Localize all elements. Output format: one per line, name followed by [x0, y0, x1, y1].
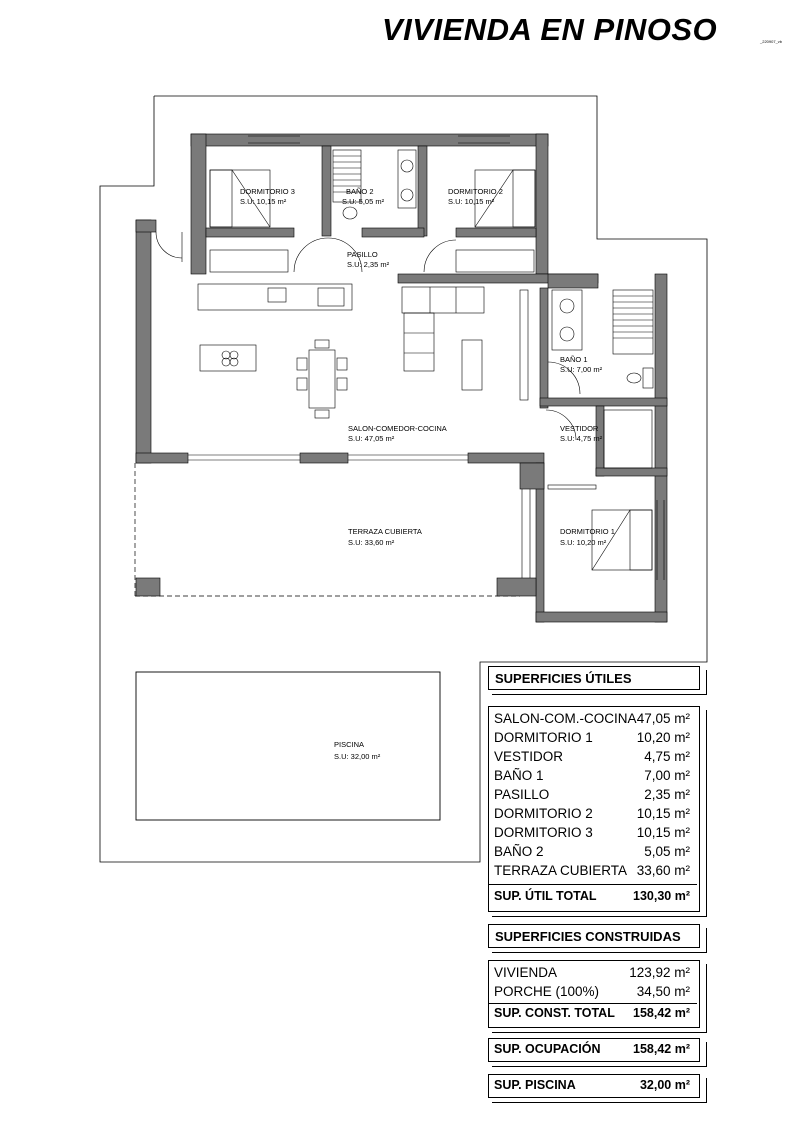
room-area-salon: S.U: 47,05 m² — [348, 434, 395, 443]
room-name-salon: SALON-COMEDOR-COCINA — [348, 424, 447, 433]
room-area-pasillo: S.U: 2,35 m² — [347, 260, 390, 269]
walls — [135, 133, 668, 623]
room-area-dormitorio1: S.U: 10,20 m² — [560, 538, 607, 547]
room-area-terraza: S.U: 33,60 m² — [348, 538, 395, 547]
title-code: _220907_vb — [760, 39, 783, 44]
room-name-terraza: TERRAZA CUBIERTA — [348, 527, 422, 536]
room-area-bano1: S.U: 7,00 m² — [560, 365, 603, 374]
construidas-header: SUPERFICIES CONSTRUIDAS — [495, 929, 681, 944]
plot-boundary — [99, 95, 708, 863]
room-area-dormitorio3: S.U: 10,15 m² — [240, 197, 287, 206]
room-name-dormitorio1: DORMITORIO 1 — [560, 527, 615, 536]
room-name-piscina: PISCINA — [334, 740, 364, 749]
room-area-bano2: S.U: 5,05 m² — [342, 197, 385, 206]
room-area-vestidor: S.U: 4,75 m² — [560, 434, 603, 443]
windows — [188, 135, 665, 580]
construidas-row: PORCHE (100%)34,50 m² — [494, 984, 690, 999]
room-area-dormitorio2: S.U: 10,15 m² — [448, 197, 495, 206]
room-name-dormitorio3: DORMITORIO 3 — [240, 187, 295, 196]
room-name-dormitorio2: DORMITORIO 2 — [448, 187, 503, 196]
furniture — [135, 149, 654, 821]
utiles-header: SUPERFICIES ÚTILES — [495, 671, 632, 686]
room-name-bano1: BAÑO 1 — [560, 355, 588, 364]
room-name-pasillo: PASILLO — [347, 250, 378, 259]
room-name-bano2: BAÑO 2 — [346, 187, 374, 196]
room-area-piscina: S.U: 32,00 m² — [334, 752, 381, 761]
page-title: VIVIENDA EN PINOSO — [382, 12, 718, 47]
room-name-vestidor: VESTIDOR — [560, 424, 599, 433]
